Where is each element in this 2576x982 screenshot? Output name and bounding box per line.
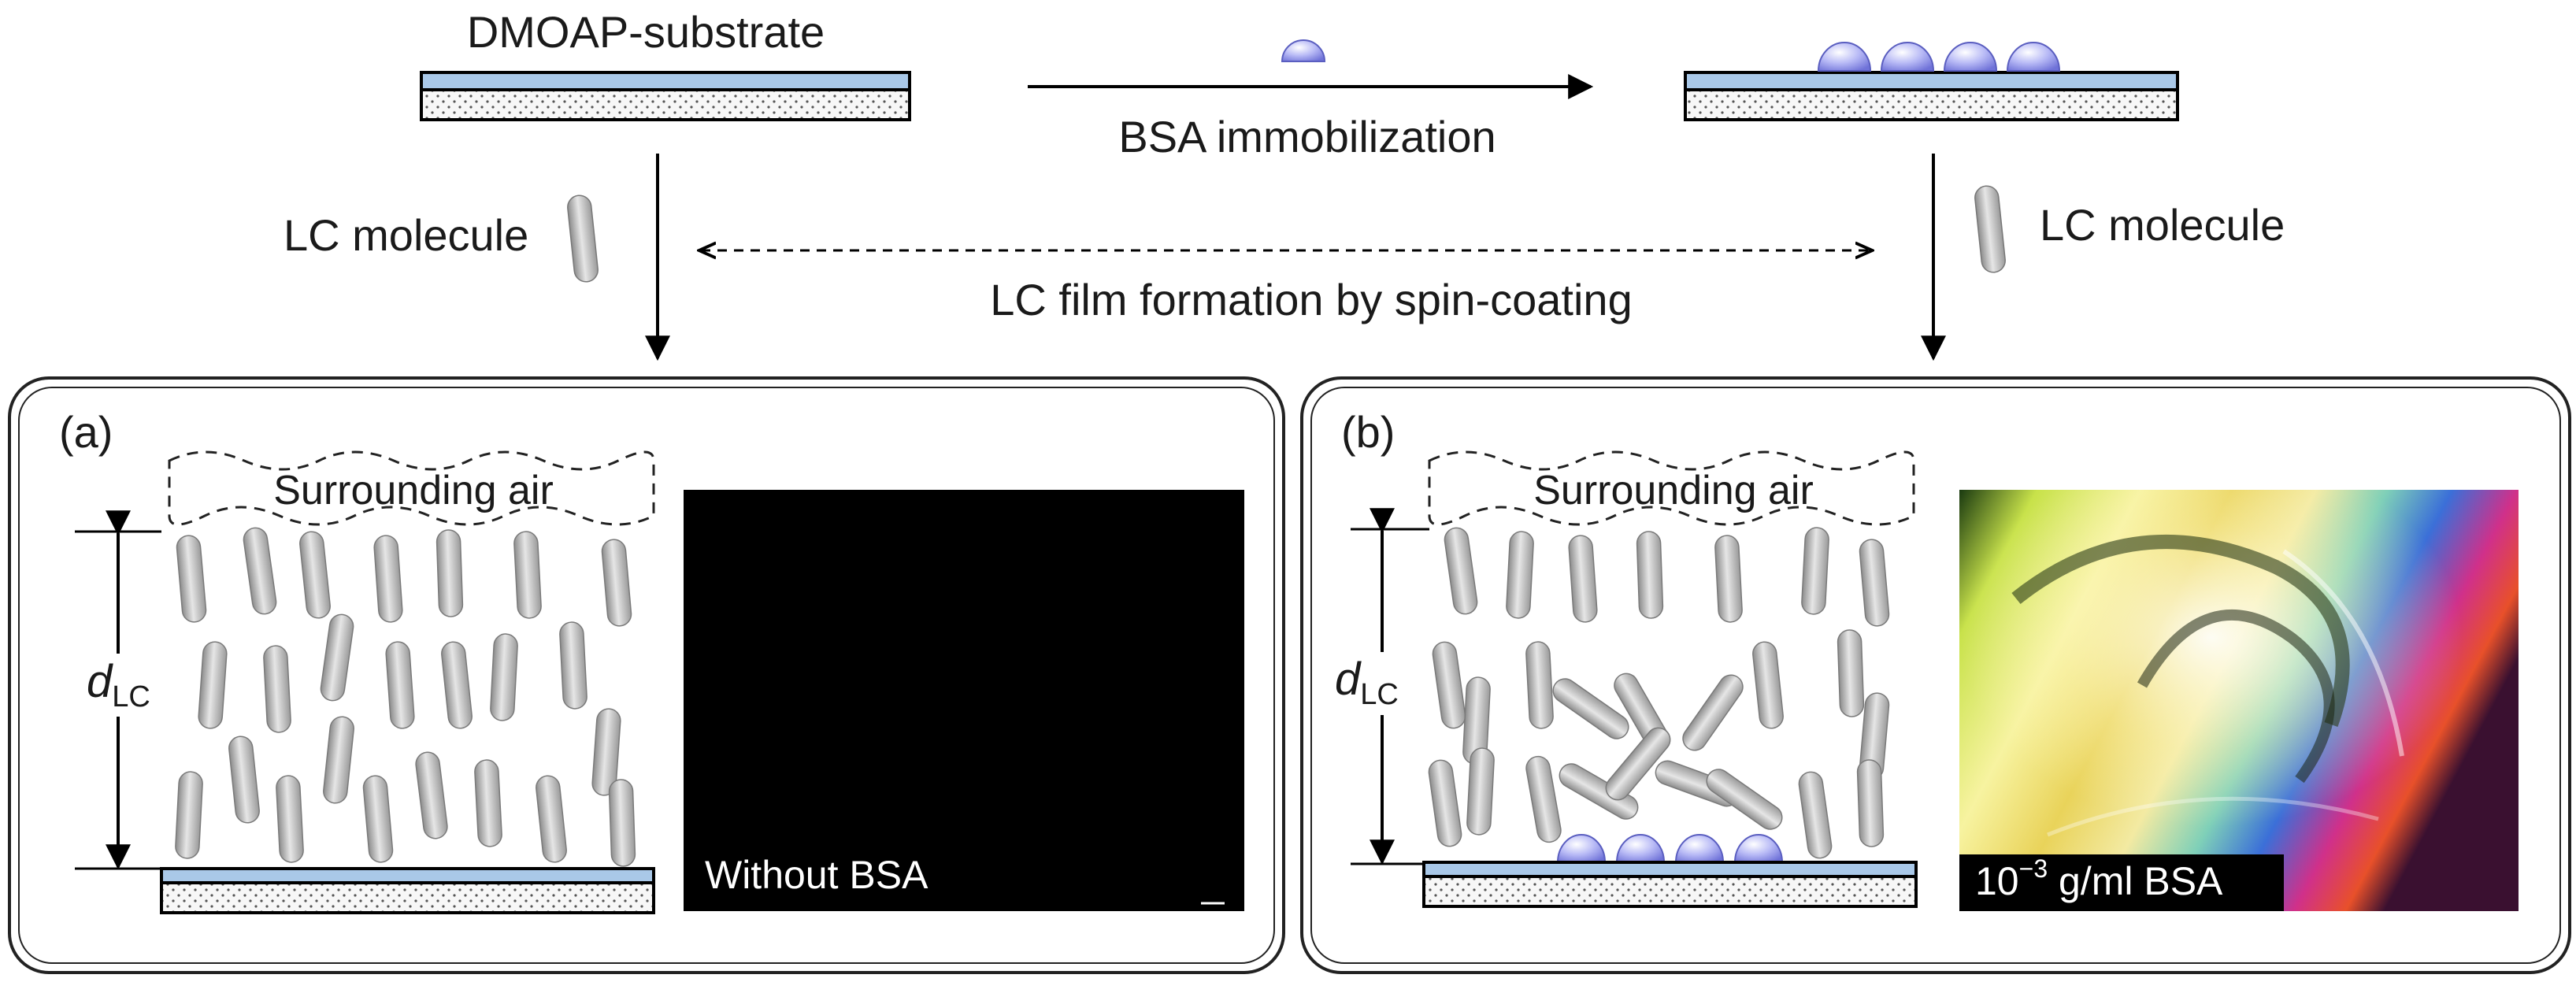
- lc-rod: [415, 751, 448, 839]
- thickness-label-b: dLC: [1335, 654, 1399, 711]
- surrounding-air-a: Surrounding air: [273, 468, 554, 513]
- bsa-on-substrate-b: [1556, 834, 1784, 863]
- lc-rod: [513, 531, 542, 619]
- lc-rod: [1605, 727, 1671, 801]
- lc-rod: [1706, 769, 1783, 830]
- photo-b-caption: 10−3 g/ml BSA: [1975, 854, 2223, 903]
- panel-b: (b) Surrounding air dLC 10−3 g/ml: [1300, 376, 2571, 974]
- lc-rod: [1568, 535, 1598, 623]
- air-region-b: [1428, 450, 1915, 526]
- lc-rod: [474, 759, 502, 847]
- lc-rod: [1837, 629, 1865, 717]
- lc-rod: [1682, 674, 1744, 751]
- lc-rod: [1798, 771, 1833, 859]
- lc-rod: [1444, 527, 1478, 615]
- substrate-a: [160, 867, 655, 914]
- lc-rod: [1525, 641, 1554, 729]
- lc-rod: [1428, 759, 1462, 847]
- lc-molecule-right-label: LC molecule: [2040, 200, 2285, 250]
- lc-rod: [536, 775, 567, 863]
- lc-rod: [1636, 531, 1664, 619]
- photo-a-caption: Without BSA: [705, 853, 928, 897]
- lc-rod: [198, 641, 228, 729]
- immobilization-label: BSA immobilization: [1118, 112, 1496, 161]
- bsa-molecule-icon: [1281, 39, 1326, 62]
- lc-rod: [1856, 759, 1885, 847]
- lc-molecule-left-icon: [567, 195, 599, 283]
- film-formation-label: LC film formation by spin-coating: [990, 275, 1632, 324]
- lc-rod: [1506, 531, 1534, 619]
- lc-rod: [1525, 755, 1562, 843]
- lc-rod: [362, 775, 394, 863]
- lc-rod: [1559, 763, 1639, 820]
- lc-rod: [299, 531, 331, 619]
- lc-rod: [243, 527, 277, 615]
- lc-rod: [1801, 527, 1829, 615]
- lc-rod: [1432, 641, 1466, 729]
- lc-molecule-left-label: LC molecule: [284, 210, 528, 260]
- lc-rod: [608, 779, 636, 867]
- substrate-top-right: [1684, 42, 2179, 121]
- lc-rod: [228, 736, 260, 824]
- lc-rods-aligned: [175, 527, 636, 867]
- bsa-on-substrate-top: [1817, 42, 2061, 72]
- lc-rod: [1466, 747, 1495, 836]
- lc-rod: [559, 621, 587, 710]
- panel-a-label: (a): [59, 407, 113, 457]
- lc-rod: [323, 716, 354, 804]
- lc-rod: [263, 645, 291, 733]
- lc-rod: [436, 529, 464, 617]
- panel-b-label: (b): [1341, 407, 1395, 457]
- substrate-top-left: [420, 71, 911, 121]
- lc-rod: [1859, 539, 1890, 627]
- lc-rod: [1714, 535, 1743, 623]
- lc-rod: [385, 641, 415, 729]
- lc-rod: [176, 535, 207, 623]
- panel-a: (a) Surrounding air dLC Without BSA: [8, 376, 1285, 974]
- lc-rods-disrupted: [1428, 527, 1890, 859]
- lc-rod: [490, 633, 518, 721]
- lc-molecule-right-icon: [1974, 185, 2006, 273]
- thickness-label-a: dLC: [87, 656, 150, 713]
- photo-b: 10−3 g/ml BSA: [1959, 490, 2519, 911]
- lc-rod: [441, 641, 473, 729]
- lc-rod: [320, 613, 354, 702]
- lc-rod: [601, 539, 632, 627]
- lc-rod: [175, 771, 203, 859]
- substrate-b: [1422, 861, 1918, 908]
- lc-rod: [373, 535, 403, 623]
- air-region-a: [168, 450, 655, 526]
- lc-rod: [276, 775, 304, 863]
- photo-a: [684, 490, 1244, 911]
- substrate-label: DMOAP-substrate: [467, 7, 825, 57]
- lc-rod: [1752, 641, 1784, 729]
- lc-rod: [591, 708, 621, 796]
- surrounding-air-b: Surrounding air: [1533, 468, 1814, 513]
- lc-rod: [1552, 678, 1629, 739]
